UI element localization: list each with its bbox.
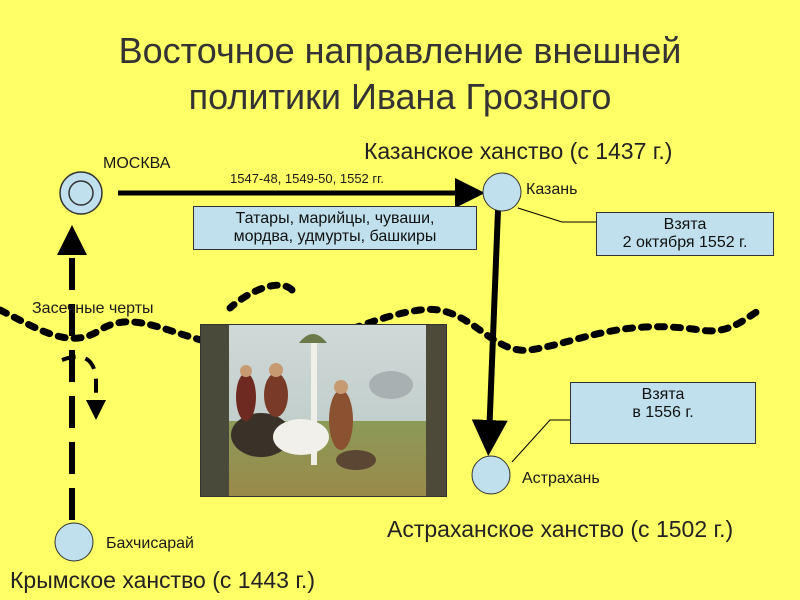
- historical-painting: [200, 324, 447, 497]
- city-astrakhan-icon: [471, 455, 511, 495]
- label-crimean-khanate: Крымское ханство (с 1443 г.): [10, 567, 315, 593]
- defense-lines-tail: [226, 281, 296, 312]
- city-kazan-icon: [482, 172, 522, 212]
- label-kazan: Казань: [526, 181, 578, 198]
- astrakhan-callout-line: [511, 419, 570, 463]
- label-bakhchisaray: Бахчисарай: [106, 535, 194, 552]
- astrakhan-taken-box: Взята в 1556 г.: [570, 382, 756, 444]
- label-defense-lines: Засечные черты: [32, 300, 154, 317]
- label-moscow: МОСКВА: [103, 155, 171, 172]
- peoples-line-2: мордва, удмурты, башкиры: [233, 228, 437, 245]
- astrakhan-taken-line-1: Взята: [641, 386, 685, 403]
- kazan-taken-line-1: Взята: [663, 216, 707, 233]
- label-kazan-khanate: Казанское ханство (с 1437 г.): [364, 138, 673, 164]
- title-line-1: Восточное направление внешней: [118, 30, 682, 71]
- city-moscow-icon: [59, 171, 103, 215]
- label-astrakhan: Астрахань: [522, 470, 600, 487]
- arrow-kazan-astrakhan: [471, 209, 508, 456]
- arrow-hook: [61, 354, 106, 420]
- kazan-taken-box: Взята 2 октября 1552 г.: [596, 212, 774, 256]
- astrakhan-taken-line-2: в 1556 г.: [632, 404, 694, 421]
- title-line-2: политики Ивана Грозного: [188, 76, 612, 117]
- slide-title: Восточное направление внешней политики И…: [0, 28, 800, 120]
- defense-lines-path: [0, 305, 764, 354]
- peoples-line-1: Татары, марийцы, чуваши,: [235, 210, 435, 227]
- label-astrakhan-khanate: Астраханское ханство (с 1502 г.): [387, 516, 734, 542]
- peoples-box: Татары, марийцы, чуваши, мордва, удмурты…: [193, 206, 477, 250]
- label-campaign-years: 1547-48, 1549-50, 1552 гг.: [230, 171, 384, 186]
- kazan-taken-line-2: 2 октября 1552 г.: [622, 234, 748, 251]
- city-bakhchisaray-icon: [54, 522, 94, 562]
- kazan-callout-line: [517, 207, 596, 223]
